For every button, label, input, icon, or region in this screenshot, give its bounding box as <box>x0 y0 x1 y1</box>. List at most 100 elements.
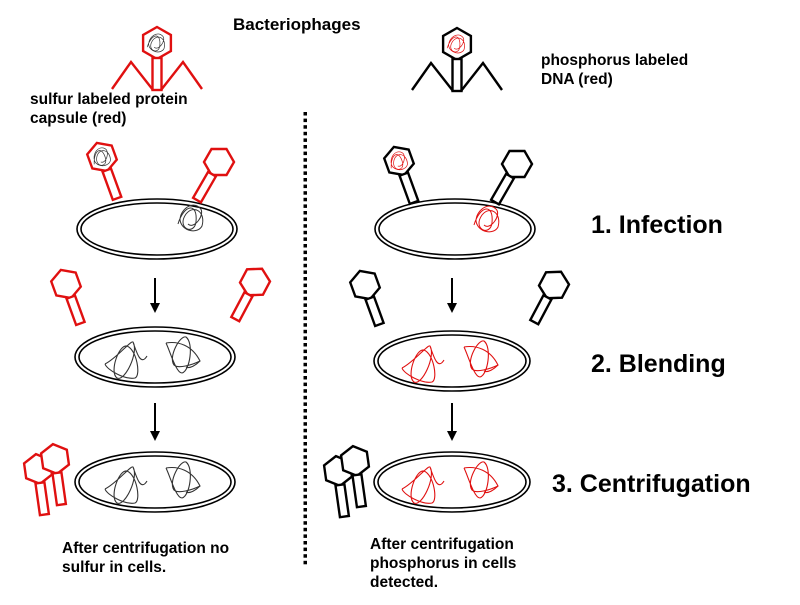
divider-dot <box>303 409 307 413</box>
phage-tail <box>34 480 51 517</box>
divider-dot <box>303 290 307 294</box>
bacteriophage <box>411 26 503 93</box>
right-conclusion: After centrifugation phosphorus in cells… <box>370 535 516 592</box>
process-arrow <box>447 278 457 313</box>
divider-dot <box>303 171 307 175</box>
divider-dot <box>303 257 307 261</box>
phage-leg <box>460 60 503 92</box>
dna-tangle <box>177 204 204 232</box>
bacteriophage <box>85 141 123 202</box>
arrow-head <box>150 303 160 313</box>
divider-dot <box>303 118 307 123</box>
divider-dot <box>303 250 307 255</box>
divider-dot <box>303 131 307 136</box>
phage-tail <box>151 56 163 92</box>
phage-head <box>49 268 83 300</box>
bacterial-cell <box>373 451 531 513</box>
bacteriophage <box>339 444 371 509</box>
left-conclusion: After centrifugation no sulfur in cells. <box>62 539 229 577</box>
bacteriophage <box>111 25 203 92</box>
divider-dot <box>303 151 307 156</box>
bacteriophage <box>348 269 386 328</box>
bacteriophage <box>382 145 420 206</box>
divider-dot <box>303 475 307 479</box>
divider-dot <box>303 481 307 486</box>
divider-dot <box>303 468 307 472</box>
dna-tangle <box>104 341 148 379</box>
divider-dot <box>303 442 307 446</box>
dna-tangle <box>165 336 201 374</box>
divider-dot <box>303 389 307 393</box>
phage-leg <box>411 60 454 92</box>
cell-inner-membrane <box>377 455 527 509</box>
divider-dot <box>303 395 307 400</box>
arrow-head <box>150 431 160 441</box>
divider-dot <box>303 211 307 215</box>
step-blending-label: 2. Blending <box>591 350 726 378</box>
divider-dot <box>303 263 307 268</box>
right-phage-label: phosphorus labeled DNA (red) <box>541 51 688 89</box>
phage-tail <box>334 482 351 519</box>
divider-dot <box>303 541 307 545</box>
dna-tangle <box>401 466 445 504</box>
divider-dot <box>303 455 307 459</box>
phage-leg <box>111 59 154 91</box>
divider-dot <box>303 244 307 248</box>
phage-leg <box>160 59 203 91</box>
divider-dot <box>303 461 307 466</box>
divider-dot <box>303 369 307 373</box>
divider-dot <box>303 501 307 505</box>
cell-inner-membrane <box>78 455 232 509</box>
divider-dot <box>303 362 307 367</box>
divider-dot <box>303 508 307 512</box>
right-conclusion-line: After centrifugation <box>370 536 514 553</box>
cell-inner-membrane <box>78 330 232 384</box>
arrow-head <box>447 431 457 441</box>
bacteriophage <box>191 147 236 204</box>
right-phage-label-line: DNA (red) <box>541 71 613 88</box>
cell-inner-membrane <box>377 334 527 388</box>
bacterial-cell <box>74 451 236 513</box>
divider-dot <box>303 376 307 380</box>
divider-dot <box>303 435 307 439</box>
phage-head <box>348 269 382 301</box>
dna-tangle <box>401 345 445 383</box>
phage-tail <box>191 170 218 204</box>
process-arrow <box>447 403 457 441</box>
process-arrow <box>150 403 160 441</box>
dna-tangle <box>463 461 499 499</box>
divider-dot <box>303 422 307 426</box>
divider-dot <box>303 448 307 453</box>
phage-tail <box>528 293 554 326</box>
divider-dot <box>303 343 307 347</box>
divider-dot <box>303 415 307 420</box>
divider-dot <box>303 178 307 182</box>
divider-dot <box>303 349 307 354</box>
divider-dot <box>303 402 307 406</box>
bacteriophage <box>489 149 534 206</box>
divider-dot <box>303 494 307 499</box>
phage-tail <box>489 172 516 206</box>
divider-dot <box>303 554 307 558</box>
diagram-title: Bacteriophages <box>233 15 361 34</box>
divider-dot <box>303 204 307 208</box>
divider-dot <box>303 560 307 565</box>
divider-dot <box>303 527 307 532</box>
divider-dot <box>303 488 307 492</box>
divider-dot <box>303 224 307 228</box>
divider-dot <box>303 158 307 162</box>
bacteriophage <box>49 268 87 327</box>
divider-dot <box>303 356 307 360</box>
phage-head <box>85 141 119 173</box>
divider-dot <box>303 316 307 321</box>
right-phage-label-line: phosphorus labeled <box>541 52 689 69</box>
bacterial-cell <box>74 326 236 388</box>
dna-tangle <box>473 205 500 233</box>
bacteriophage <box>528 270 571 326</box>
dna-tangle <box>463 340 499 378</box>
divider-dot <box>303 145 307 149</box>
divider-dot <box>303 521 307 525</box>
bacteriophage <box>39 442 71 507</box>
